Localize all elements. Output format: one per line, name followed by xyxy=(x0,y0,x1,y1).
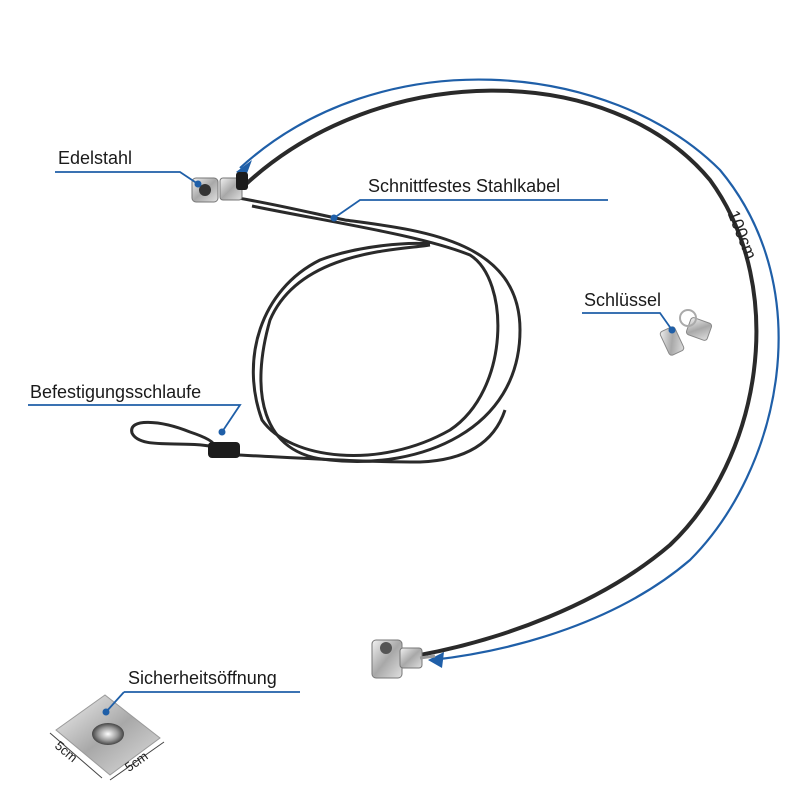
fastening-loop xyxy=(130,420,240,458)
leader-edelstahl xyxy=(55,171,199,185)
label-edelstahl: Edelstahl xyxy=(58,148,133,168)
label-schluessel: Schlüssel xyxy=(584,290,662,310)
label-leaders xyxy=(28,171,673,713)
loop-sleeve xyxy=(208,442,240,458)
label-schlaufe: Befestigungsschlaufe xyxy=(30,382,202,402)
label-oeffnung: Sicherheitsöffnung xyxy=(128,668,277,688)
label-stahlkabel: Schnittfestes Stahlkabel xyxy=(368,176,561,196)
leader-stahlkabel xyxy=(333,199,608,219)
leader-schlaufe xyxy=(28,404,242,433)
leader-dots xyxy=(102,180,676,716)
security-plate xyxy=(55,694,161,776)
security-hole xyxy=(92,723,124,745)
outer-cable xyxy=(243,88,759,657)
arrowhead-bottom-icon xyxy=(428,652,444,668)
plate-dimension-lines xyxy=(49,732,165,781)
leader-schluessel xyxy=(582,312,673,331)
top-lock-head xyxy=(191,172,248,203)
coiled-cable xyxy=(237,196,522,464)
keys-icon xyxy=(659,309,713,356)
bottom-lock-head xyxy=(371,639,436,679)
